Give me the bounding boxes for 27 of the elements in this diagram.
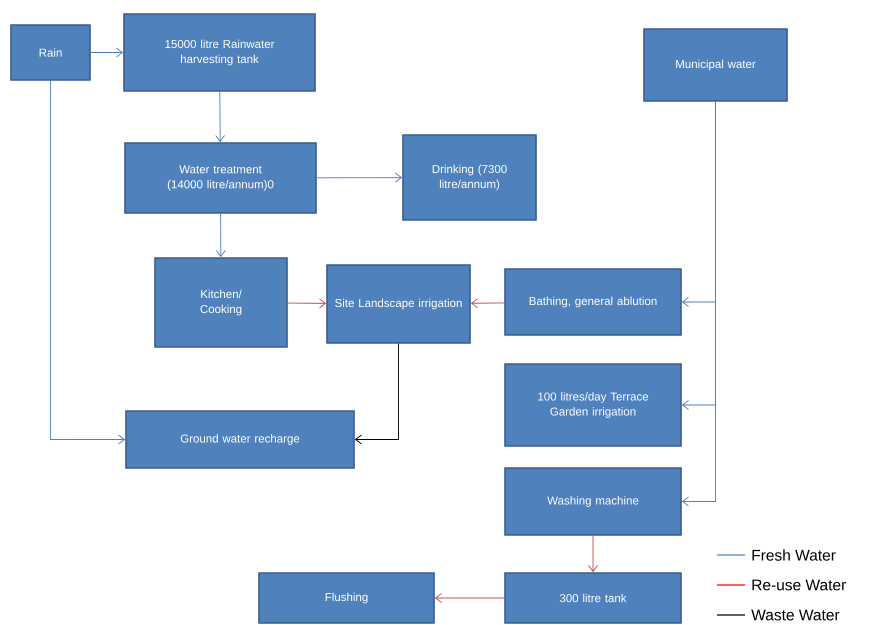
process-box: Kitchen/ Cooking <box>154 257 288 348</box>
process-box: Water treatment (14000 litre/annum)0 <box>124 142 317 214</box>
process-box: 100 litres/day Terrace Garden irrigation <box>504 363 682 447</box>
arrow <box>50 80 126 444</box>
process-box: 15000 litre Rainwater harvesting tank <box>123 13 316 92</box>
process-box: Municipal water <box>643 28 788 102</box>
arrow <box>216 213 226 258</box>
process-box: Site Landscape irrigation <box>326 264 471 344</box>
legend-text: Fresh Water <box>752 549 836 561</box>
process-box: Rain <box>10 24 91 81</box>
process-box: Flushing <box>258 572 435 624</box>
process-box: Bathing, general ablution <box>504 268 682 336</box>
arrow <box>470 298 505 308</box>
process-box: Drinking (7300 litre/annum) <box>402 134 537 221</box>
arrow <box>215 91 226 142</box>
arrow <box>90 48 124 58</box>
legend-text: Re-use Water <box>752 580 846 590</box>
legend-text: Waste Water <box>751 610 840 620</box>
process-box: Ground water recharge <box>125 410 355 469</box>
arrow <box>354 343 399 444</box>
arrow <box>588 535 598 572</box>
arrow <box>434 593 505 603</box>
process-box: 300 litre tank <box>504 572 682 624</box>
arrow <box>682 101 716 506</box>
arrow <box>316 172 402 183</box>
arrow <box>287 298 326 308</box>
process-box: Washing machine <box>504 467 682 536</box>
